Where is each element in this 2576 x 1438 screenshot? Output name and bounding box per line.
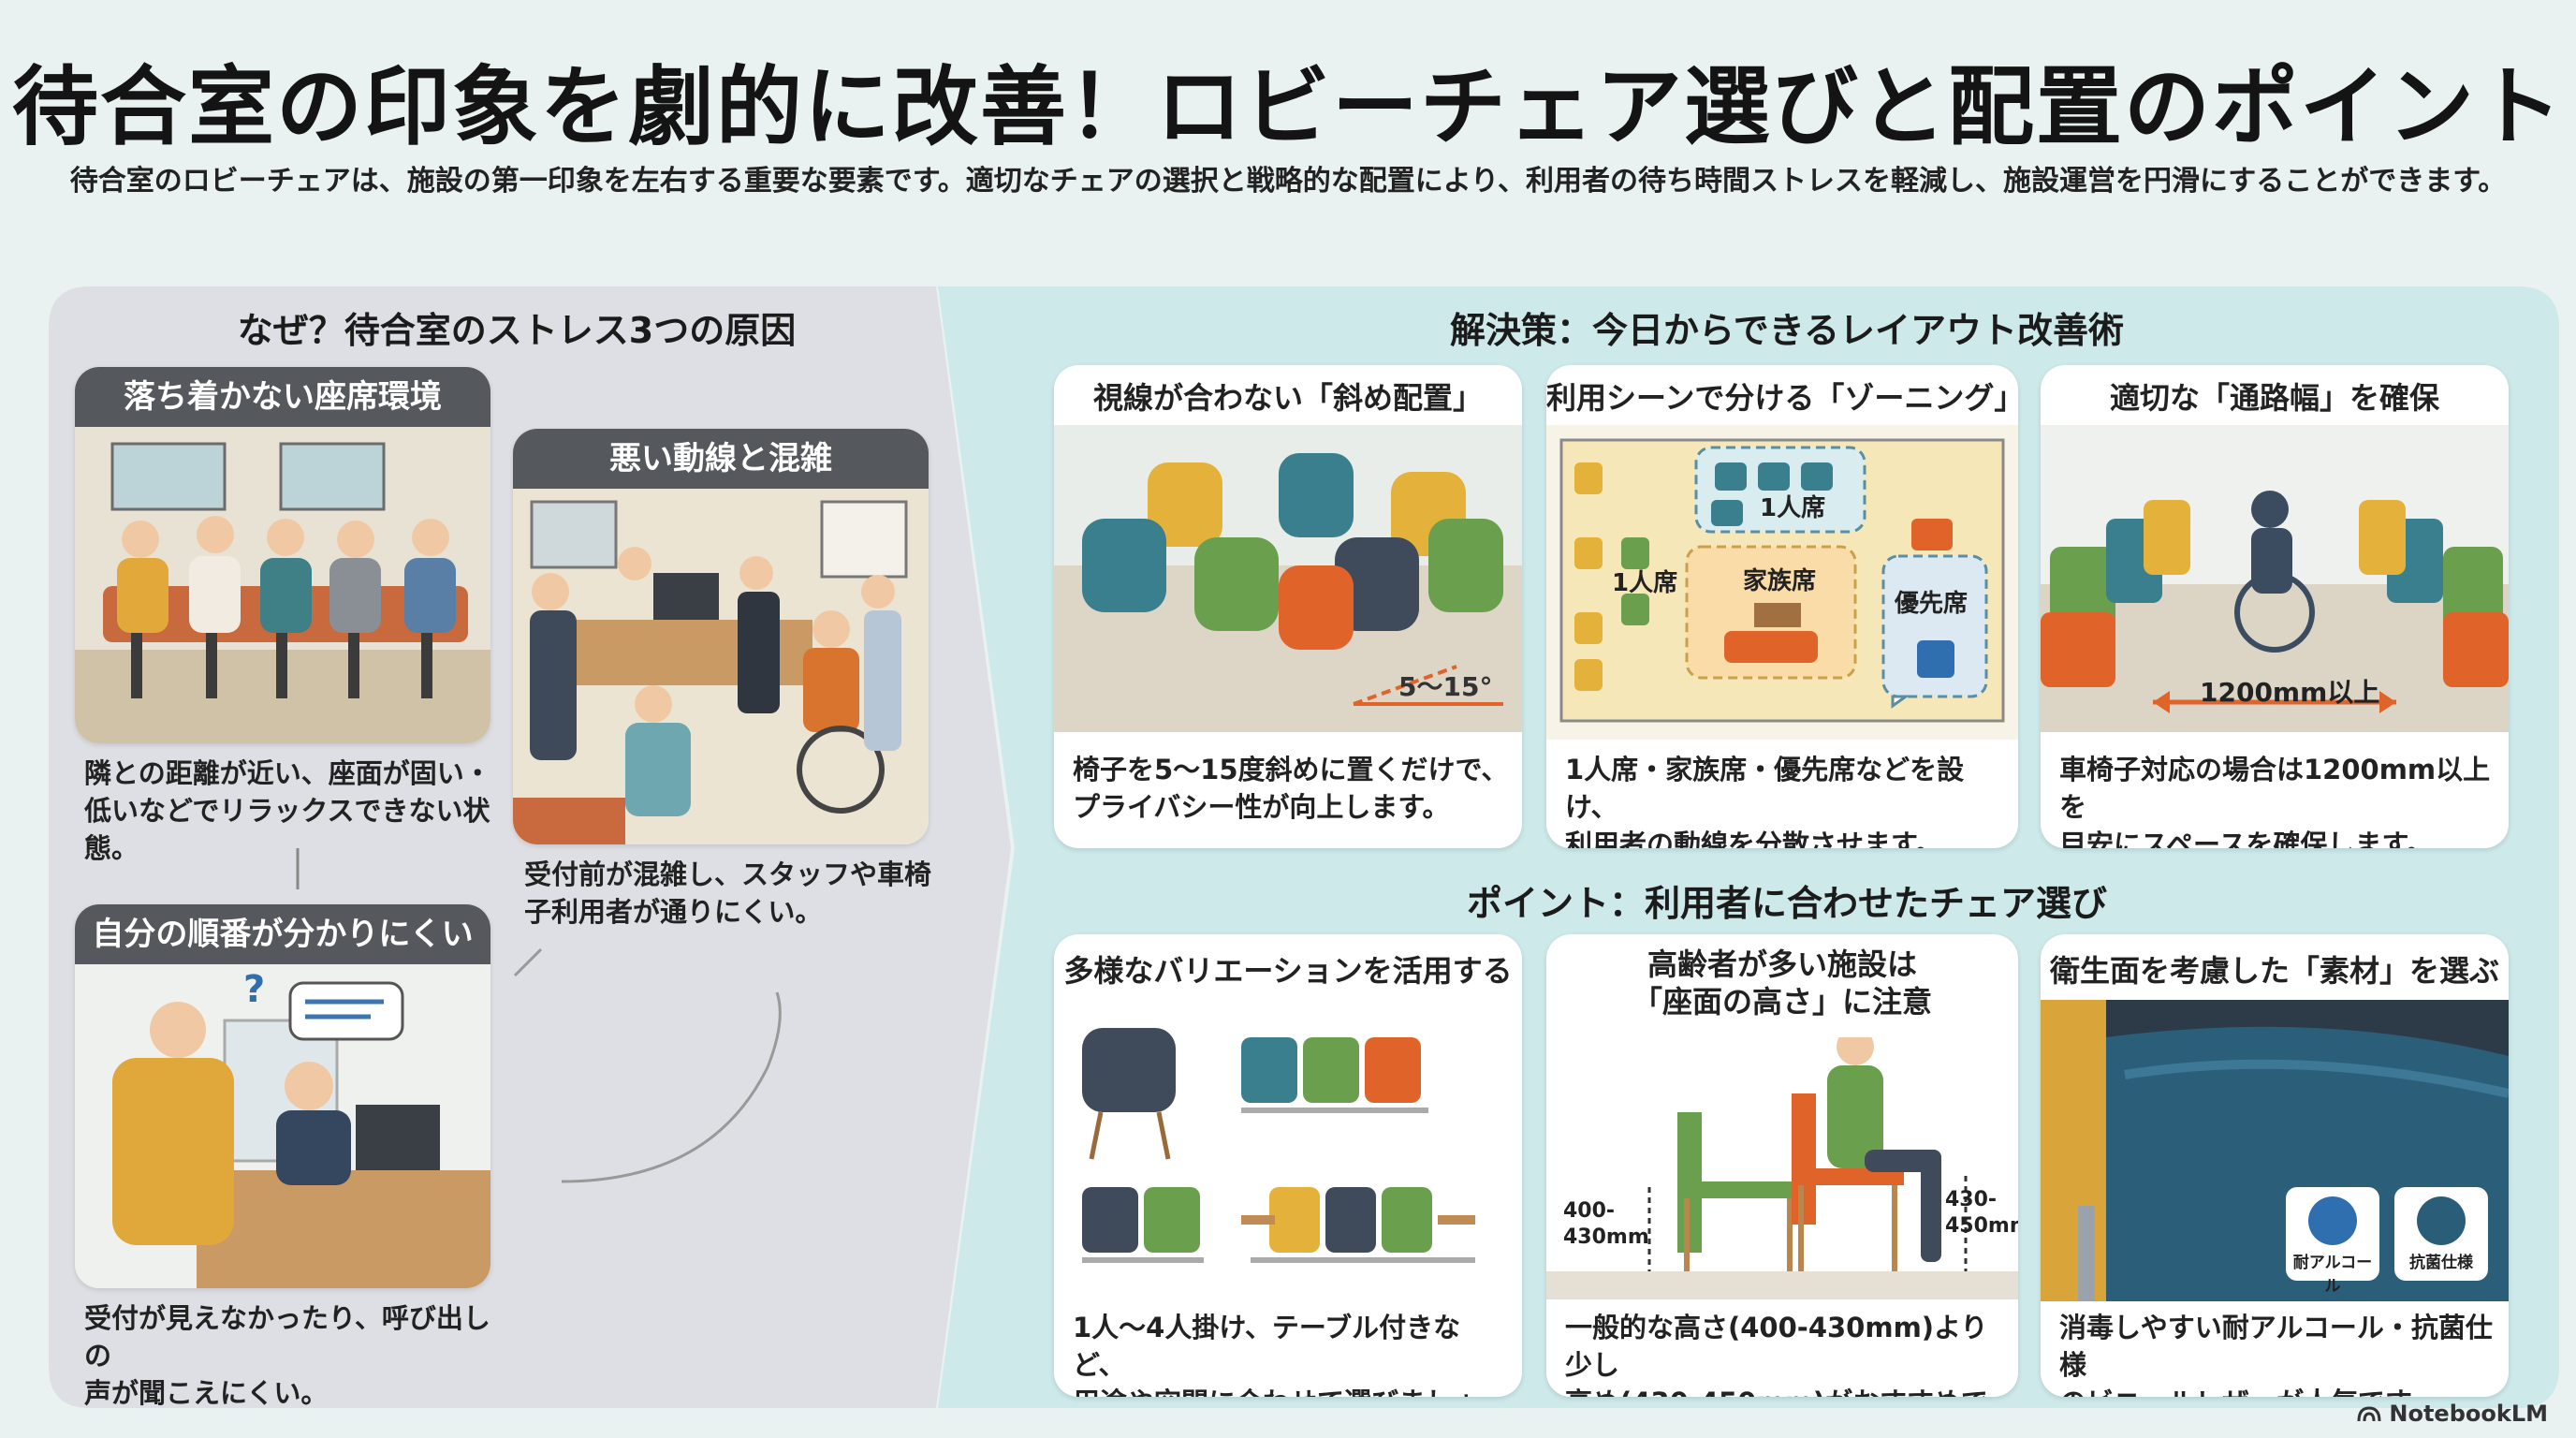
page-subtitle: 待合室のロビーチェアは、施設の第一印象を左右する重要な要素です。適切なチェアの選… [69,165,2507,198]
desc-line: 利用者の動線を分散させます。 [1565,829,1943,848]
desc-line: 1人〜4人掛け、テーブル付きなど、 [1073,1312,1461,1381]
desc-line: 態。 [84,832,139,864]
angle-label: 5〜15° [1398,671,1493,702]
brand-watermark: NotebookLM [2357,1401,2548,1427]
cause-card-congestion: 悪い動線と混雑 [513,429,929,844]
left-heading: なぜ？待合室のストレス3つの原因 [237,310,797,351]
title-line: 「座面の高さ」に注意 [1632,984,1932,1020]
solution-card-title: 利用シーンで分ける「ゾーニング」 [1546,380,2018,416]
aisle-width-label: 1200mm以上 [2200,677,2380,708]
point-desc: 消毒しやすい耐アルコール・抗菌仕様 のビニールレザーが人気です。 [2059,1309,2499,1397]
label-line: 450mm [1945,1214,2018,1238]
cause-card-title: 自分の順番が分かりにくい [75,904,490,964]
desc-line: 目安にスペースを確保します。 [2059,829,2434,848]
point-card-title: 多様なバリエーションを活用する [1063,953,1513,989]
low-height-label: 400- 430mm [1563,1198,1649,1251]
antibacterial-badge: 抗菌仕様 [2394,1187,2488,1281]
page-title: 待合室の印象を劇的に改善！ロビーチェア選びと配置のポイント [11,57,2564,157]
desc-line: 椅子を5〜15度斜めに置くだけで、 [1073,754,1509,785]
point-card-variation: 多様なバリエーションを活用する 1人〜4人掛け、テーブル付きなど、 用途や空間に… [1054,934,1522,1397]
point-desc: 1人〜4人掛け、テーブル付きなど、 用途や空間に合わせて選びましょう。 [1073,1309,1513,1397]
zone-label-single-left: 1人席 [1612,569,1678,597]
solution-card-title: 視線が合わない「斜め配置」 [1092,380,1483,416]
point-desc: 一般的な高さ(400-430mm)より少し 高め(430-450mm)がおすすめ… [1565,1309,2014,1397]
cause-card-turn-order: 自分の順番が分かりにくい ? [75,904,490,1288]
desc-line: 受付前が混雑し、スタッフや車椅 [524,858,932,890]
brand-name: NotebookLM [2389,1401,2548,1427]
desc-line: 高め(430-450mm)がおすすめです。 [1565,1384,2014,1397]
solution-card-angled: 視線が合わない「斜め配置」 5〜15° 椅子を5〜15度斜めに置くだけで、 プラ… [1054,365,1522,848]
desc-line: 受付が見えなかったり、呼び出しの [84,1302,490,1372]
desc-line: 声が聞こえにくい。 [84,1377,329,1409]
solutions-heading: 解決策：今日からできるレイアウト改善術 [1449,310,2125,351]
point-card-material: 衛生面を考慮した「素材」を選ぶ 耐アルコール 抗菌仕様 消毒しやすい耐アルコール… [2041,934,2509,1397]
seat-height-comparison-illustration [1546,1037,2018,1299]
desc-line: プライバシー性が向上します。 [1073,791,1450,823]
points-heading: ポイント：利用者に合わせたチェア選び [1466,883,2107,924]
desc-line: のビニールレザーが人気です。 [2059,1384,2499,1397]
spray-icon [2308,1196,2357,1245]
point-card-title: 衛生面を考慮した「素材」を選ぶ [2049,953,2499,989]
zoning-floorplan-illustration [1546,425,2018,740]
zone-label-priority: 優先席 [1895,590,1969,618]
desc-line: 用途や空間に合わせて選びましょう。 [1073,1384,1513,1397]
alcohol-resistant-badge: 耐アルコール [2286,1187,2379,1296]
unclear-turn-illustration: ? [75,964,490,1288]
desc-line: 低いなどでリラックスできない状 [84,795,490,827]
label-line: 430- [1945,1188,1998,1211]
aisle-width-illustration [2041,425,2509,732]
title-line: 高齢者が多い施設は [1647,946,1917,982]
zone-label-family: 家族席 [1743,567,1817,595]
cause-card-seating: 落ち着かない座席環境 [75,367,490,743]
svg-text:?: ? [243,968,265,1011]
solution-desc: 1人席・家族席・優先席などを設け、 利用者の動線を分散させます。 [1565,751,2014,848]
label-line: 430mm [1563,1225,1649,1249]
shield-sparkle-icon [2417,1196,2466,1245]
solution-desc: 車椅子対応の場合は1200mm以上を 目安にスペースを確保します。 [2059,751,2499,848]
solution-card-zoning: 利用シーンで分ける「ゾーニング」 1人席 1人席 家族席 優先席 1人席・家族席… [1546,365,2018,848]
crowded-seating-illustration [75,427,490,743]
label-line: 400- [1563,1199,1616,1223]
desc-line: 車椅子対応の場合は1200mm以上を [2059,754,2491,823]
desc-line: 一般的な高さ(400-430mm)より少し [1565,1312,1988,1381]
angled-chairs-illustration [1054,425,1522,732]
desc-line: 消毒しやすい耐アルコール・抗菌仕様 [2059,1312,2493,1381]
solution-desc: 椅子を5〜15度斜めに置くだけで、 プライバシー性が向上します。 [1073,751,1513,826]
desc-line: 子利用者が通りにくい。 [524,896,823,928]
desc-line: 隣との距離が近い、座面が固い・ [84,757,491,789]
cause-card-title: 悪い動線と混雑 [513,429,929,489]
cause-desc-seating: 隣との距離が近い、座面が固い・ 低いなどでリラックスできない状 態。 [84,755,505,867]
desc-line: 1人席・家族席・優先席などを設け、 [1565,754,1965,823]
solution-card-aisle: 適切な「通路幅」を確保 1200mm以上 車椅子対応の場合は1200mm以上を … [2041,365,2509,848]
solution-card-title: 適切な「通路幅」を確保 [2109,380,2439,416]
point-card-title: 高齢者が多い施設は 「座面の高さ」に注意 [1546,946,2018,1020]
point-card-seat-height: 高齢者が多い施設は 「座面の高さ」に注意 400- 430mm 430- 450… [1546,934,2018,1397]
cause-card-title: 落ち着かない座席環境 [75,367,490,427]
badge-label: 耐アルコール [2292,1254,2373,1296]
chair-variations-illustration [1054,1000,1522,1299]
high-height-label: 430- 450mm [1945,1187,2018,1240]
zone-label-single-top: 1人席 [1760,494,1826,522]
badge-label: 抗菌仕様 [2409,1254,2473,1272]
notebooklm-logo-icon [2357,1406,2381,1422]
congested-reception-illustration [513,489,929,844]
cause-desc-congestion: 受付前が混雑し、スタッフや車椅 子利用者が通りにくい。 [524,856,936,931]
cause-desc-turn-order: 受付が見えなかったり、呼び出しの 声が聞こえにくい。 [84,1299,505,1412]
